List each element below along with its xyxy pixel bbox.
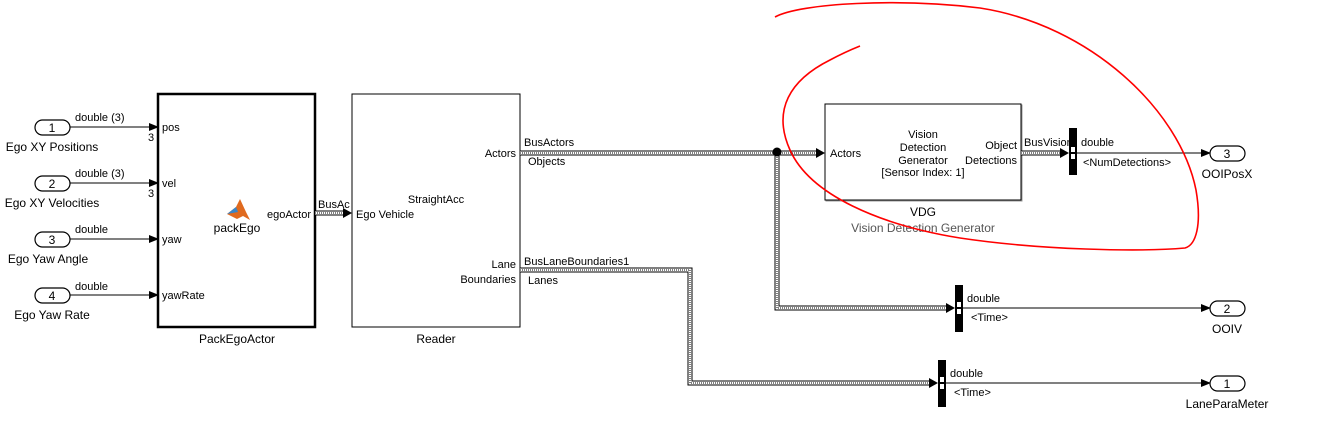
outport-number: 1 (1224, 377, 1231, 391)
outport-number: 3 (1224, 147, 1231, 161)
inport-3[interactable]: 3 Ego Yaw Angle (8, 231, 89, 266)
inport-1[interactable]: 1 Ego XY Positions (6, 119, 99, 154)
inport-label: Ego XY Positions (6, 140, 99, 154)
signal-line[interactable]: double <Time> (963, 293, 1211, 324)
signal-label: double (3) (75, 112, 125, 124)
bus-label: BusLaneBoundaries1 (524, 256, 629, 268)
port-pos: pos (162, 122, 180, 134)
port-vel: vel (162, 178, 176, 190)
vdg-block[interactable]: Actors Vision Detection Generator [Senso… (824, 103, 1022, 235)
inport-label: Ego XY Velocities (5, 196, 100, 210)
inport-number: 2 (49, 177, 56, 191)
actors-bus-line[interactable]: BusActors Objects (520, 137, 955, 313)
block-text: [Sensor Index: 1] (881, 167, 964, 179)
outport-number: 2 (1224, 302, 1231, 316)
signal-line[interactable]: double (3) 3 (70, 168, 159, 200)
bus-label: BusVision (1024, 137, 1073, 149)
outport-label: OOIV (1212, 322, 1242, 336)
block-description: Vision Detection Generator (851, 221, 995, 235)
inport-number: 1 (49, 121, 56, 135)
signal-line[interactable]: double (70, 281, 159, 299)
scenario-name: StraightAcc (408, 194, 465, 206)
block-text: Generator (898, 155, 948, 167)
block-name: Reader (416, 332, 455, 346)
block-name: PackEgoActor (199, 332, 275, 346)
signal-line[interactable]: double (70, 224, 159, 243)
inport-label: Ego Yaw Angle (8, 252, 89, 266)
bus-selector-2[interactable] (955, 285, 963, 332)
inport-number: 3 (49, 233, 56, 247)
dimension-label: 3 (148, 188, 154, 200)
signal-line[interactable]: double <NumDetections> (1077, 137, 1211, 169)
port-yawrate: yawRate (162, 290, 205, 302)
bus-selector-3[interactable] (938, 360, 946, 407)
reader-block[interactable]: Ego Vehicle StraightAcc Actors Lane Boun… (351, 93, 521, 346)
port-boundaries: Boundaries (460, 274, 516, 286)
port-egoactor: egoActor (267, 209, 311, 221)
block-text: Vision (908, 129, 938, 141)
signal-line[interactable]: double <Time> (946, 368, 1211, 399)
inport-label: Ego Yaw Rate (14, 308, 90, 322)
signal-label: double (75, 281, 108, 293)
signal-type: double (1081, 137, 1114, 149)
signal-label: double (3) (75, 168, 125, 180)
signal-type: double (950, 368, 983, 380)
matlab-logo-icon (227, 199, 250, 220)
port-actors: Actors (830, 148, 862, 160)
bus-label: BusActors (524, 137, 575, 149)
signal-label: Objects (528, 156, 566, 168)
port-ego-vehicle: Ego Vehicle (356, 209, 414, 221)
outport-1[interactable]: 1 LaneParaMeter (1186, 375, 1269, 411)
dimension-label: 3 (148, 132, 154, 144)
signal-element: <Time> (971, 312, 1008, 324)
port-actors: Actors (485, 148, 517, 160)
port-object: Object (985, 140, 1017, 152)
inport-2[interactable]: 2 Ego XY Velocities (5, 175, 100, 210)
port-detections: Detections (965, 155, 1017, 167)
red-annotation-circle (774, 1, 1200, 251)
signal-line[interactable]: double (3) 3 (70, 112, 159, 144)
outport-label: OOIPosX (1202, 167, 1253, 181)
port-yaw: yaw (162, 234, 182, 246)
inport-number: 4 (49, 289, 56, 303)
block-name: VDG (910, 205, 936, 219)
signal-element: <Time> (954, 387, 991, 399)
pack-ego-actor-block[interactable]: pos vel yaw yawRate packEgo egoActor Pac… (156, 92, 317, 346)
signal-label: double (75, 224, 108, 236)
inport-4[interactable]: 4 Ego Yaw Rate (14, 287, 90, 322)
bus-label: BusAc (318, 199, 350, 211)
function-name: packEgo (214, 221, 261, 235)
signal-element: <NumDetections> (1083, 157, 1171, 169)
detections-bus-line[interactable]: BusVision (1021, 137, 1073, 158)
port-lane: Lane (492, 259, 516, 271)
block-text: Detection (900, 142, 946, 154)
branch-point (772, 147, 782, 157)
bus-line[interactable]: BusAc (315, 199, 352, 218)
outport-2[interactable]: 2 OOIV (1209, 300, 1246, 336)
lanes-bus-line[interactable]: BusLaneBoundaries1 Lanes (520, 256, 938, 388)
signal-label: Lanes (528, 275, 558, 287)
bus-selector-1[interactable] (1069, 128, 1077, 175)
signal-type: double (967, 293, 1000, 305)
outport-label: LaneParaMeter (1186, 397, 1269, 411)
outport-3[interactable]: 3 OOIPosX (1202, 145, 1253, 181)
